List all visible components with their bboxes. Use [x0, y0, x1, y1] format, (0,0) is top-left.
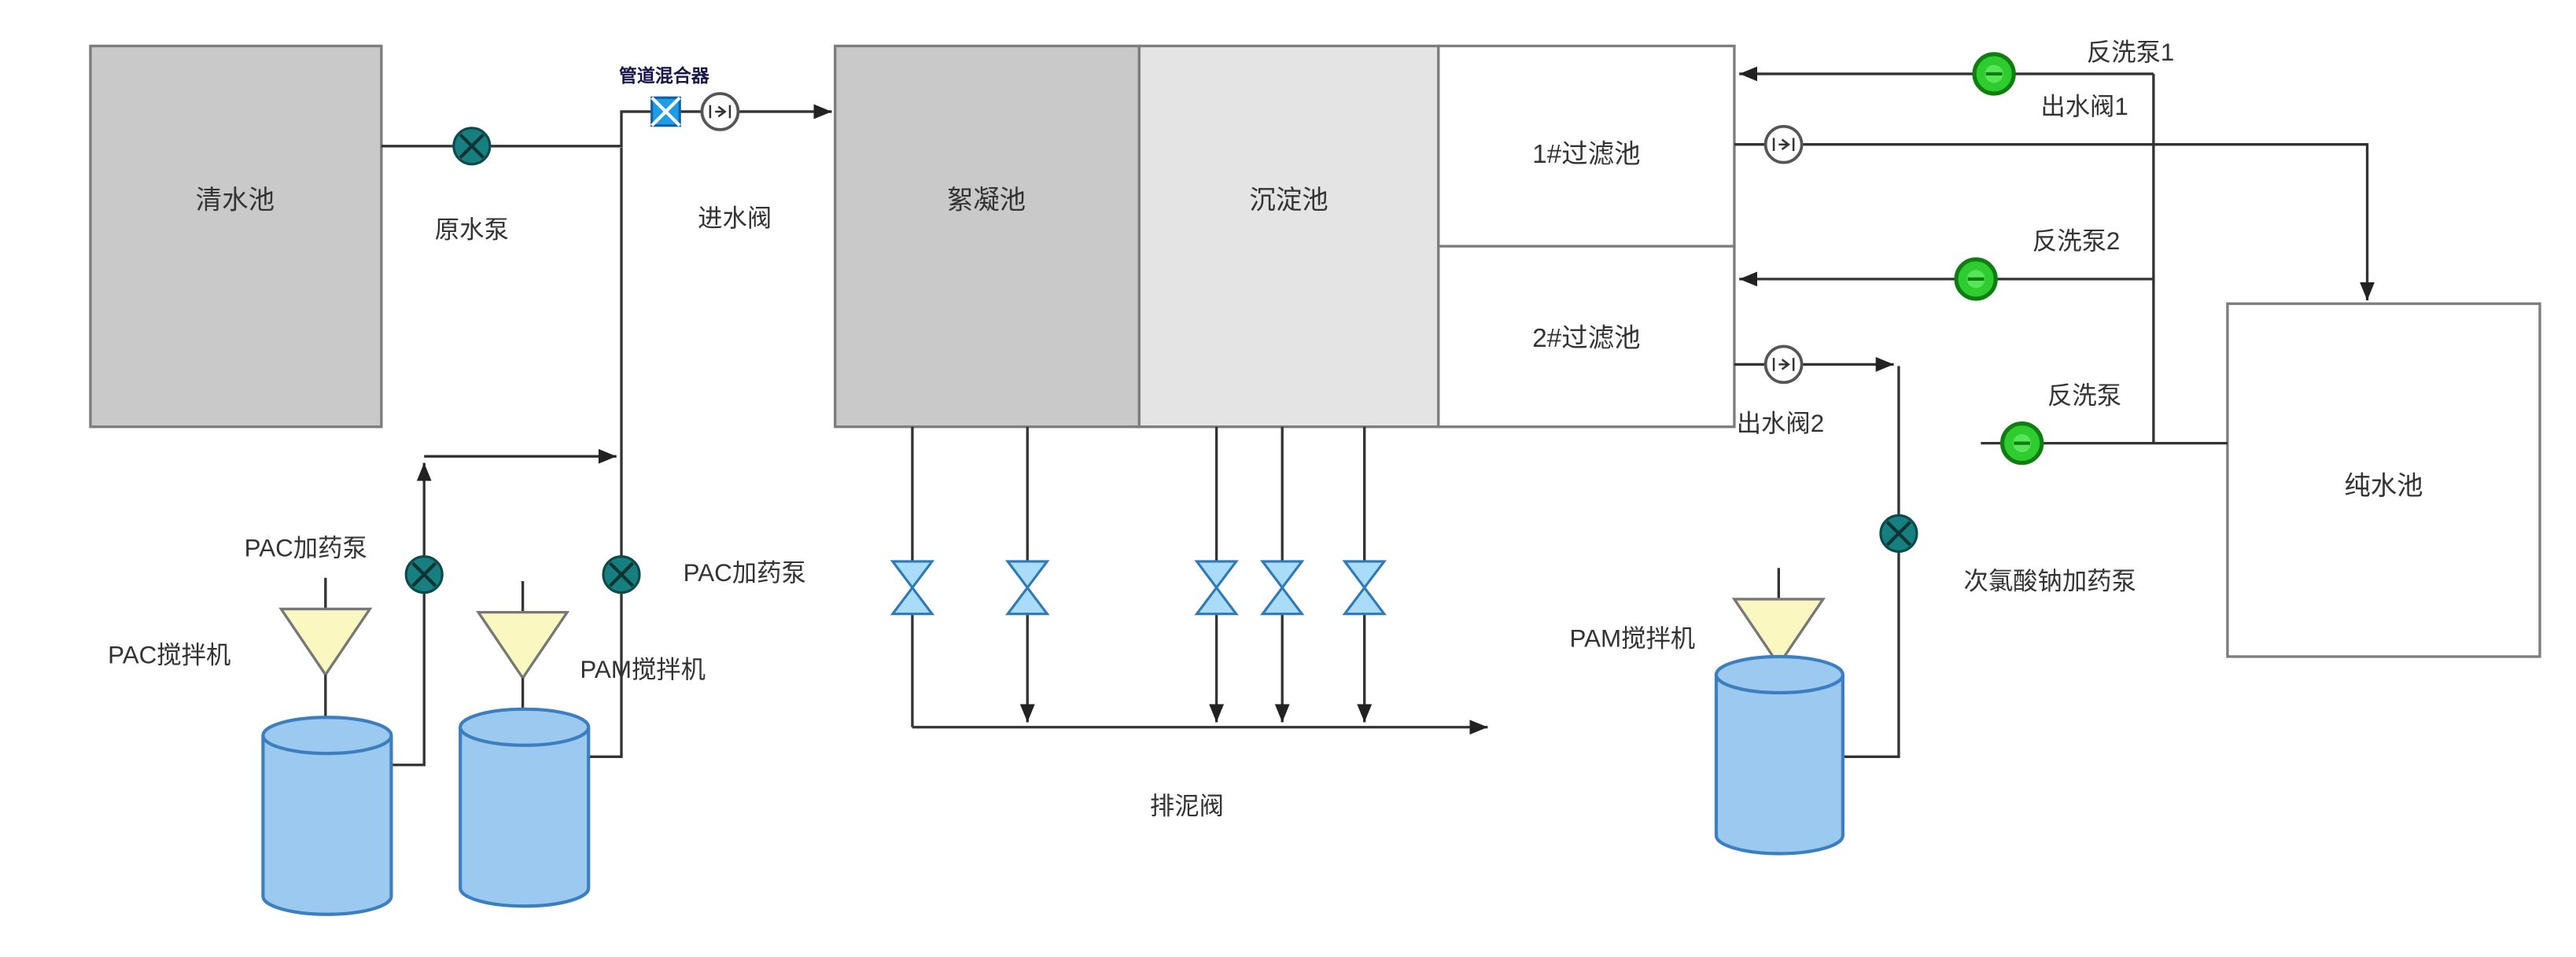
- naclo-dosing-pump-cross-icon: [1885, 521, 1912, 547]
- backwash-pump-2-label: 反洗泵2: [2032, 227, 2120, 255]
- pac-dosing-pump-2[interactable]: [602, 555, 641, 594]
- sludge-valve-5[interactable]: [1342, 560, 1387, 616]
- tank-filter-2: 2#过滤池: [1437, 245, 1736, 429]
- outlet-valve-1-impeller-icon: [1772, 138, 1795, 152]
- outlet-valve-2-impeller-icon: [1772, 358, 1795, 371]
- naclo-dosing-pump[interactable]: [1879, 513, 1918, 553]
- tank-clear-water-label: 清水池: [196, 186, 275, 215]
- sludge-valve-1[interactable]: [890, 560, 935, 616]
- sludge-valve-2[interactable]: [1005, 560, 1050, 616]
- sludge-valve-2-upper-wedge: [1005, 560, 1050, 590]
- sludge-valve-4-lower-wedge: [1259, 585, 1305, 616]
- pac-solution-tank-sides: [261, 735, 393, 896]
- backwash-pump-1[interactable]: [1972, 52, 2016, 96]
- raw-water-pump-cross-icon: [459, 133, 485, 159]
- pipe-raw-water-line: [381, 104, 832, 148]
- pac-dosing-pump-2-label: PAC加药泵: [684, 559, 806, 587]
- pam-mixer-1-label: PAM搅拌机: [580, 656, 706, 683]
- inlet-valve[interactable]: [700, 92, 740, 131]
- tank-filter-1: 1#过滤池: [1437, 44, 1736, 248]
- pac-dosing-pump-1-label: PAC加药泵: [245, 535, 367, 562]
- pipeline-mixer-label: 管道混合器: [619, 65, 710, 86]
- sludge-valve-4[interactable]: [1259, 560, 1305, 616]
- outlet-valve-1-label: 出水阀1: [2040, 93, 2128, 120]
- raw-water-pump-label: 原水泵: [435, 216, 509, 244]
- pam-mixer-2-label: PAM搅拌机: [1570, 624, 1696, 652]
- sludge-valve-1-lower-wedge: [890, 585, 935, 616]
- tank-pure-water: 纯水池: [2226, 302, 2541, 658]
- pam-solution-tank-2-top-rim: [1714, 654, 1844, 695]
- tank-sedimentation-body: [1137, 44, 1440, 429]
- pipe-pam-dosing-line: [587, 147, 623, 758]
- naclo-dosing-pump-label: 次氯酸钠加药泵: [1963, 567, 2136, 594]
- tank-filter-1-label: 1#过滤池: [1532, 140, 1640, 169]
- pac-solution-tank-body: [263, 735, 392, 896]
- tank-clear-water: 清水池: [89, 44, 383, 429]
- sludge-valve-5-lower-wedge: [1342, 585, 1387, 616]
- sludge-valve-5-upper-wedge: [1342, 560, 1387, 590]
- backwash-pump-1-label: 反洗泵1: [2087, 39, 2174, 66]
- sludge-valve-2-lower-wedge: [1005, 585, 1050, 616]
- outlet-valve-1[interactable]: [1763, 124, 1804, 164]
- inlet-valve-impeller-icon: [709, 105, 732, 119]
- tank-flocculation-body: [834, 44, 1141, 429]
- tank-sedimentation: 沉淀池: [1137, 44, 1440, 429]
- pipeline-mixer[interactable]: [650, 96, 681, 127]
- pac-mixer-cone: [278, 607, 373, 677]
- pac-dosing-pump-2-cross-icon: [608, 561, 635, 587]
- pam-mixer-1-cone: [476, 610, 570, 681]
- tank-filter-2-body: [1437, 245, 1736, 429]
- sludge-valve-3-lower-wedge: [1194, 585, 1239, 616]
- pipe-naclo-dosing-line: [1841, 366, 1900, 758]
- sludge-valve-label: 排泥阀: [1150, 792, 1224, 819]
- layer-symbols: [261, 52, 2044, 916]
- outlet-valve-2-label: 出水阀2: [1737, 410, 1824, 437]
- pam-solution-tank-1-sides: [459, 727, 591, 889]
- outlet-valve-2[interactable]: [1763, 344, 1804, 385]
- sludge-valve-1-upper-wedge: [890, 560, 935, 590]
- tank-flocculation-label: 絮凝池: [947, 186, 1026, 215]
- tank-filter-2-label: 2#过滤池: [1532, 324, 1640, 353]
- backwash-pump-3[interactable]: [1999, 421, 2044, 466]
- pac-dosing-pump-1[interactable]: [404, 555, 444, 594]
- pipe-outlet-line-1: [1734, 143, 2375, 301]
- pipeline-mixer-cross-icon: [650, 96, 681, 127]
- pam-solution-tank-2: [1714, 654, 1844, 856]
- pam-mixer-1[interactable]: [476, 580, 570, 727]
- tank-pure-water-body: [2226, 302, 2541, 658]
- pam-solution-tank-1: [459, 707, 591, 908]
- layer-labels: 原水泵 进水阀 管道混合器 反洗泵1 出水阀1 反洗泵2 出水阀2 反洗泵 PAC加药泵 PAC加…: [108, 39, 2174, 819]
- pipe-pac-suction-line: [389, 462, 432, 767]
- pam-solution-tank-1-top-rim: [459, 707, 591, 747]
- inlet-valve-label: 进水阀: [698, 204, 772, 232]
- sludge-valve-3-upper-wedge: [1194, 560, 1239, 590]
- pam-solution-tank-2-sides: [1714, 674, 1844, 836]
- pam-solution-tank-2-body: [1715, 674, 1843, 836]
- backwash-pump-3-label: 反洗泵: [2047, 381, 2121, 409]
- pac-dosing-pump-1-cross-icon: [411, 561, 437, 587]
- tank-clear-water-body: [89, 44, 383, 429]
- tank-pure-water-label: 纯水池: [2344, 472, 2423, 501]
- pac-mixer[interactable]: [278, 577, 373, 736]
- pac-solution-tank-top-rim: [261, 716, 393, 756]
- tank-sedimentation-label: 沉淀池: [1249, 186, 1328, 215]
- backwash-pump-2[interactable]: [1954, 257, 1998, 301]
- sludge-valve-3[interactable]: [1194, 560, 1239, 616]
- pam-solution-tank-1-body: [460, 727, 589, 889]
- pam-mixer-2-cone: [1731, 598, 1826, 668]
- tank-flocculation: 絮凝池: [834, 44, 1141, 429]
- pac-mixer-label: PAC搅拌机: [108, 641, 230, 668]
- pac-solution-tank: [261, 716, 393, 916]
- sludge-valve-4-upper-wedge: [1259, 560, 1305, 590]
- raw-water-pump[interactable]: [452, 127, 492, 166]
